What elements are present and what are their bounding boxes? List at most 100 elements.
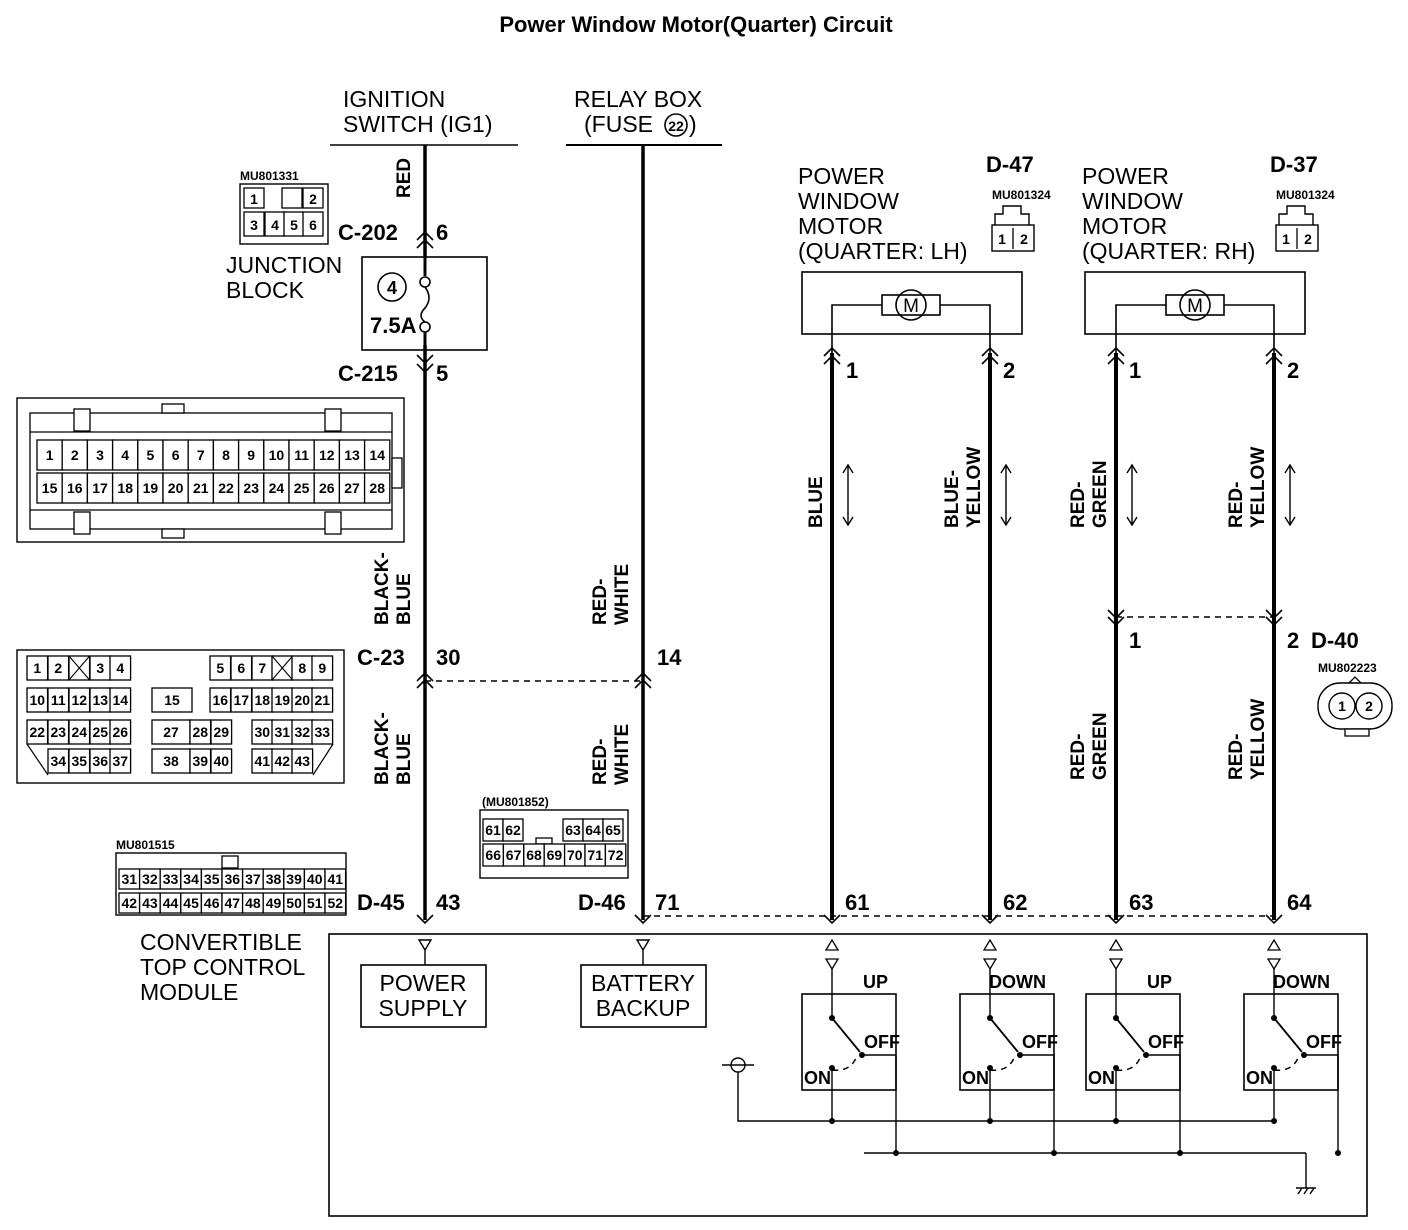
motor-lh-line4: (QUARTER: LH) — [798, 238, 968, 264]
d45-pin-45: 45 — [183, 895, 199, 911]
c23-pin-26-box — [109, 719, 132, 745]
motor-lh-pin-2: 2 — [1003, 358, 1015, 383]
fuse-number-circle — [664, 113, 688, 137]
power-supply-block: POWER SUPPLY — [360, 939, 487, 1028]
c215-pin-6: 6 — [172, 447, 180, 463]
d45-pin-32: 32 — [142, 871, 158, 887]
switch-3-on-label: ON — [1088, 1068, 1115, 1088]
wire-color-red-green-1: RED- — [1068, 482, 1089, 528]
d46-pin-66: 66 — [485, 847, 501, 863]
c23-pin-30: 30 — [255, 724, 271, 740]
d46-pin-70: 70 — [567, 847, 583, 863]
c23-pin-32: 32 — [295, 724, 311, 740]
fuse-contact-top — [419, 276, 431, 288]
convertible-top-control-module — [328, 933, 1368, 1217]
c215-pin-18: 18 — [117, 480, 133, 496]
c23-pin-5: 5 — [216, 660, 224, 676]
junction-block-label-2: BLOCK — [226, 277, 305, 303]
c23-pin-11: 11 — [51, 692, 66, 708]
d45-pin-39: 39 — [286, 871, 302, 887]
module-pin-61: 61 — [845, 890, 869, 915]
c23-pin-38-box — [151, 748, 191, 774]
c23-pin-39: 39 — [193, 753, 209, 769]
c215-pin-9: 9 — [247, 447, 255, 463]
d45-pin-51: 51 — [307, 895, 323, 911]
d45-pin-34: 34 — [183, 871, 199, 887]
d45-pin-50: 50 — [286, 895, 302, 911]
c23-pin-27: 27 — [163, 724, 179, 740]
switch-2-label: DOWN — [989, 972, 1046, 992]
d45-pin-42: 42 — [122, 895, 138, 911]
power-window-motor-rh: POWER WINDOW MOTOR (QUARTER: RH) M — [1082, 163, 1306, 353]
connector-c215-pin: 5 — [436, 361, 448, 386]
connector-d46-pin: 71 — [655, 890, 679, 915]
module-label-2: TOP CONTROL — [140, 954, 305, 980]
d40-cell-2: 2 — [1365, 698, 1373, 714]
wire-color-red-white-lower-1: RED- — [590, 739, 611, 785]
ignition-wire — [416, 145, 434, 925]
switch-3-off-label: OFF — [1148, 1032, 1184, 1052]
connector-d47-label: D-47 — [986, 152, 1034, 177]
c215-pin-26: 26 — [319, 480, 335, 496]
c215-pin-13-box — [338, 439, 366, 471]
wire-color-red-yellow-lower-1: RED- — [1226, 734, 1247, 780]
d45-pin-38: 38 — [266, 871, 282, 887]
c23-pin-26: 26 — [113, 724, 129, 740]
connector-d40-face: 1 2 — [1317, 676, 1393, 737]
c215-pin-13: 13 — [344, 447, 360, 463]
d45-pin-49: 49 — [266, 895, 282, 911]
c23-pin-4-box — [109, 655, 132, 681]
wire-color-black-blue-upper-2: BLUE — [394, 573, 415, 625]
d47-cell-2: 2 — [1020, 231, 1028, 247]
c23-pin-25: 25 — [93, 724, 109, 740]
c215-pin-8-box — [212, 439, 240, 471]
battery-backup-block: BATTERY BACKUP — [580, 939, 707, 1028]
c23-pin-9: 9 — [318, 660, 326, 676]
c23-pin-41: 41 — [255, 753, 271, 769]
c23-pin-4: 4 — [116, 660, 124, 676]
motor-rh-symbol: M — [1187, 296, 1203, 317]
connector-c23-pin-14: 14 — [657, 645, 682, 670]
c23-pin-13: 13 — [93, 692, 109, 708]
c23-pin-36: 36 — [93, 753, 109, 769]
junction-fuse-rating: 7.5A — [370, 313, 417, 338]
d46-pin-72-box — [604, 843, 627, 867]
wire-color-red-yellow-1: RED- — [1226, 482, 1247, 528]
c215-pin-25: 25 — [294, 480, 310, 496]
c215-pin-28-box — [363, 472, 391, 504]
d40-pin-1: 1 — [1129, 628, 1141, 653]
switch-2-on-label: ON — [962, 1068, 989, 1088]
bidirectional-arrows — [842, 463, 1296, 527]
wire-color-red-green-2: GREEN — [1090, 460, 1111, 528]
c215-pin-21: 21 — [193, 480, 209, 496]
ground-icon — [1296, 1187, 1316, 1195]
wire-color-red: RED — [394, 158, 415, 198]
wire-color-red-green-lower-2: GREEN — [1090, 712, 1111, 780]
wire-color-black-blue-lower-2: BLUE — [394, 733, 415, 785]
c215-pin-27-box — [338, 472, 366, 504]
c215-pin-6-box — [162, 439, 189, 471]
connector-c202-pin: 6 — [436, 220, 448, 245]
c23-pin-8: 8 — [298, 660, 306, 676]
c215-pin-1: 1 — [46, 447, 54, 463]
c215-pin-19: 19 — [143, 480, 159, 496]
relay-box-wire — [634, 145, 652, 925]
c215-pin-26-box — [313, 472, 341, 504]
d45-pin-31: 31 — [122, 871, 138, 887]
c215-pin-3: 3 — [96, 447, 104, 463]
motor-rh-pin-2: 2 — [1287, 358, 1299, 383]
c215-pin-8: 8 — [222, 447, 230, 463]
connector-d45-pin: 43 — [436, 890, 460, 915]
c23-pin-6: 6 — [237, 660, 245, 676]
d37-cell-2: 2 — [1304, 231, 1312, 247]
c215-pin-9-box — [237, 439, 265, 471]
c23-pin-38: 38 — [163, 753, 179, 769]
motor-lh-pin-1: 1 — [846, 358, 858, 383]
fuse-4-circle — [377, 272, 407, 302]
